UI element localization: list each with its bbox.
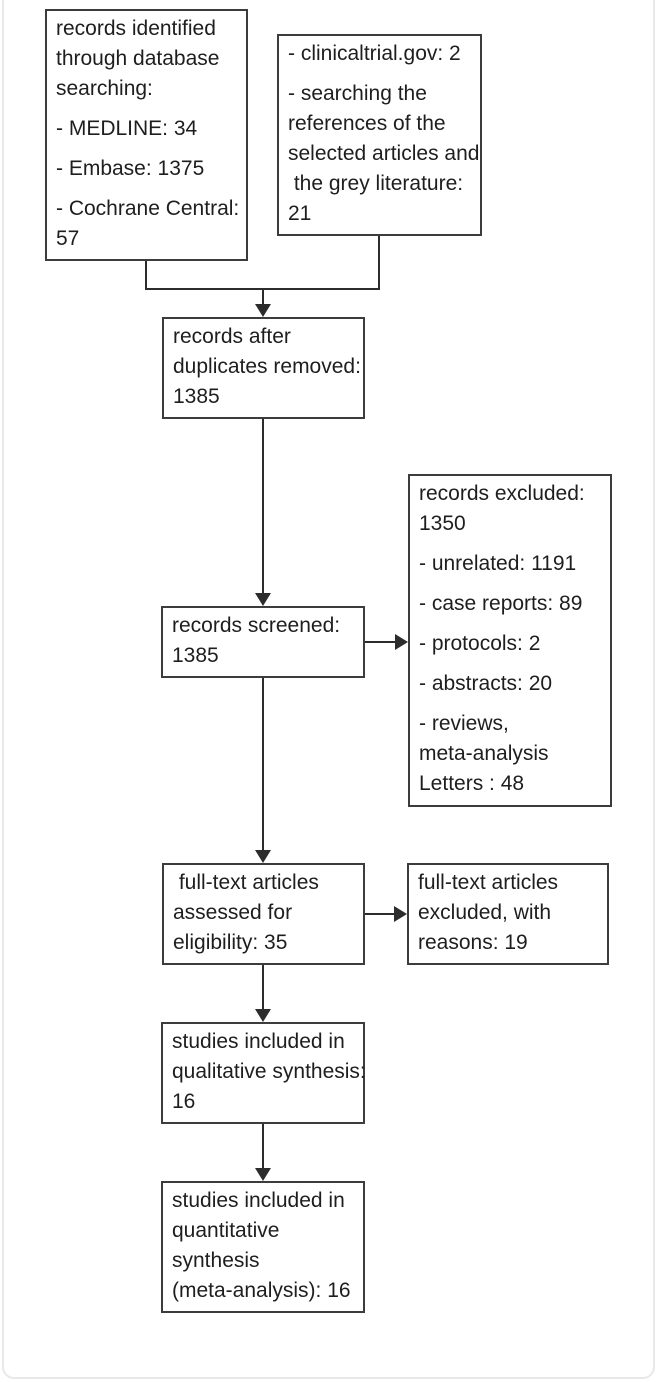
text-line: - reviews, (419, 712, 509, 735)
text-line: - abstracts: 20 (419, 672, 553, 695)
text-line: 57 (56, 227, 80, 250)
paragraph-gap (419, 619, 601, 629)
text-line: 1385 (172, 644, 219, 667)
box-records-screened: records screened: 1385 (161, 606, 365, 678)
connector-identified-db-down (145, 248, 147, 290)
paragraph-gap (56, 104, 237, 114)
text-line: - unrelated: 1191 (419, 552, 577, 575)
text-line: assessed for (173, 901, 293, 924)
text-line: synthesis (172, 1249, 260, 1272)
connector-fulltext-to-excluded (360, 913, 397, 915)
paragraph-gap (56, 144, 237, 154)
text-line: the grey literature: (288, 172, 464, 195)
box-records-after-duplicates-removed: records after duplicates removed: 1385 (162, 317, 365, 419)
text-line: - Embase: 1375 (56, 157, 205, 180)
box-records-identified-database: records identified through database search… (45, 9, 248, 261)
text-line: records identified (56, 17, 216, 40)
connector-screened-to-fulltext (262, 668, 264, 854)
connector-duplicates-to-screened (262, 408, 264, 598)
text-line: duplicates removed: (173, 355, 361, 378)
box-qualitative-synthesis: studies included in qualitative synthesis… (161, 1022, 366, 1124)
paragraph-gap (419, 659, 601, 669)
text-line: full-text articles (418, 871, 559, 894)
text-line: studies included in (172, 1030, 345, 1053)
paragraph-gap (288, 69, 471, 79)
arrowhead-to-quantitative-icon (255, 1168, 271, 1181)
paragraph-gap (419, 579, 601, 589)
connector-merge-down (262, 288, 264, 308)
text-line: references of the (288, 112, 446, 135)
arrowhead-to-qualitative-icon (255, 1009, 271, 1022)
text-line: 21 (288, 202, 312, 225)
arrowhead-to-fulltext-excluded-icon (394, 906, 407, 922)
text-line: - protocols: 2 (419, 632, 541, 655)
arrowhead-to-duplicates-icon (255, 304, 271, 317)
paragraph-gap (56, 184, 237, 194)
text-line: reasons: 19 (418, 931, 528, 954)
text-line: - clinicaltrial.gov: 2 (288, 42, 461, 65)
text-line: eligibility: 35 (173, 931, 288, 954)
text-line: 1350 (419, 512, 466, 535)
connector-identified-other-down (378, 224, 380, 290)
arrowhead-to-records-excluded-icon (395, 634, 408, 650)
text-line: qualitative synthesis: (172, 1060, 366, 1083)
text-line: through database (56, 47, 220, 70)
box-fulltext-excluded: full-text articles excluded, with reasons:… (407, 863, 609, 965)
box-fulltext-assessed: full-text articles assessed for eligibilit… (162, 863, 365, 965)
text-line: (meta-analysis): 16 (172, 1279, 351, 1302)
text-line: full-text articles (173, 871, 319, 894)
text-line: meta-analysis (419, 742, 549, 765)
box-records-excluded: records excluded: 1350 - unrelated: 1191 - … (408, 474, 612, 807)
connector-fulltext-to-qualitative (262, 956, 264, 1014)
paragraph-gap (419, 539, 601, 549)
text-line: - Cochrane Central: (56, 197, 240, 220)
text-line: records excluded: (419, 482, 585, 505)
text-line: Letters : 48 (419, 772, 525, 795)
text-line: - MEDLINE: 34 (56, 117, 198, 140)
arrowhead-to-screened-icon (255, 593, 271, 606)
text-line: records after (173, 325, 291, 348)
box-records-identified-other-sources: - clinicaltrial.gov: 2 - searching the ref… (277, 34, 482, 236)
text-line: quantitative (172, 1219, 280, 1242)
connector-qualitative-to-quantitative (262, 1112, 264, 1174)
arrowhead-to-fulltext-icon (255, 850, 271, 863)
text-line: selected articles and (288, 142, 480, 165)
text-line: searching: (56, 77, 153, 100)
text-line: 1385 (173, 385, 220, 408)
text-line: - case reports: 89 (419, 592, 583, 615)
connector-screened-to-excluded (360, 641, 398, 643)
box-quantitative-synthesis: studies included in quantitative synthesis… (161, 1181, 365, 1313)
paragraph-gap (419, 699, 601, 709)
text-line: 16 (172, 1090, 196, 1113)
text-line: records screened: (172, 614, 341, 637)
text-line: - searching the (288, 82, 427, 105)
text-line: studies included in (172, 1189, 345, 1212)
text-line: excluded, with (418, 901, 552, 924)
